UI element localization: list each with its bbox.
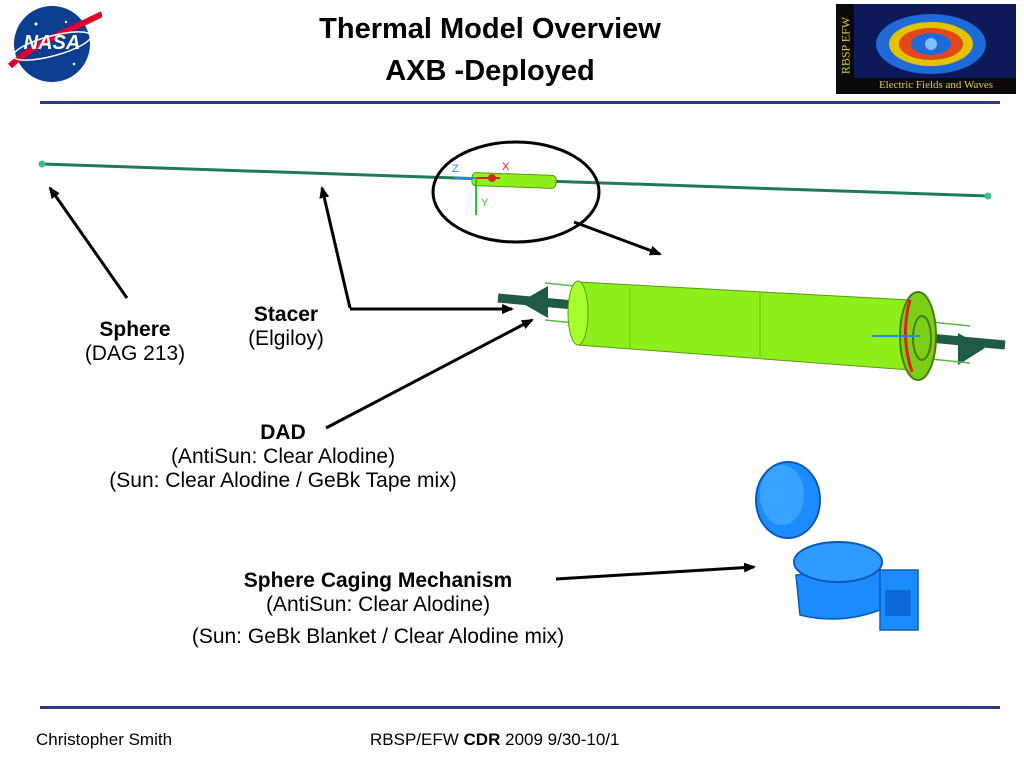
footer-rule bbox=[40, 706, 1000, 709]
footer-dates: 2009 9/30-10/1 bbox=[505, 730, 620, 749]
footer-program: RBSP/EFW bbox=[370, 730, 459, 749]
caging-arrow bbox=[555, 562, 756, 581]
caging-detail-2: (Sun: GeBk Blanket / Clear Alodine mix) bbox=[191, 625, 565, 648]
nasa-logo: NASA bbox=[6, 2, 102, 84]
dad-label: DAD (AntiSun: Clear Alodine) (Sun: Clear… bbox=[43, 421, 523, 493]
logo-caption: Electric Fields and Waves bbox=[878, 79, 994, 91]
stacer-detail: (Elgiloy) bbox=[248, 327, 324, 350]
footer-review: CDR bbox=[463, 730, 501, 749]
sphere-arrow bbox=[48, 186, 129, 299]
stacer-label: Stacer (Elgiloy) bbox=[216, 303, 356, 351]
page-title-line1: Thermal Model Overview bbox=[319, 13, 661, 45]
caging-name: Sphere Caging Mechanism bbox=[243, 569, 513, 592]
sphere-name: Sphere bbox=[99, 318, 171, 341]
header-rule bbox=[40, 101, 1000, 104]
dad-zoom bbox=[497, 280, 1006, 381]
dad-arrow bbox=[325, 318, 534, 430]
dad-detail-2: (Sun: Clear Alodine / GeBk Tape mix) bbox=[109, 469, 457, 492]
axis-label-y: Y bbox=[481, 197, 489, 209]
caging-label: Sphere Caging Mechanism (AntiSun: Clear … bbox=[128, 569, 628, 649]
footer-meta: RBSP/EFW CDR 2009 9/30-10/1 bbox=[370, 730, 620, 750]
nasa-logo-text: NASA bbox=[23, 32, 81, 54]
rbsp-efw-logo: RBSP EFW Electric Fields and Waves bbox=[836, 4, 1016, 94]
page-title-line2: AXB -Deployed bbox=[385, 55, 595, 87]
zoom-ellipse bbox=[431, 140, 601, 244]
sphere-detail: (DAG 213) bbox=[84, 342, 186, 365]
caging-detail-1: (AntiSun: Clear Alodine) bbox=[265, 593, 491, 616]
axis-label-x: X bbox=[502, 161, 510, 173]
axis-label-z: Z bbox=[452, 163, 459, 175]
stacer-arrow-up bbox=[319, 186, 352, 309]
sphere-right-end bbox=[984, 192, 992, 200]
footer-author: Christopher Smith bbox=[36, 730, 173, 749]
sphere-caging-mechanism-figure bbox=[755, 461, 919, 631]
dad-name: DAD bbox=[260, 421, 306, 444]
sphere-label: Sphere (DAG 213) bbox=[60, 318, 210, 366]
dad-detail-1: (AntiSun: Clear Alodine) bbox=[170, 445, 396, 468]
zoom-arrow bbox=[573, 220, 662, 256]
dad-small bbox=[471, 172, 557, 189]
sphere-left-end bbox=[38, 160, 46, 168]
stacer-name: Stacer bbox=[253, 303, 319, 326]
